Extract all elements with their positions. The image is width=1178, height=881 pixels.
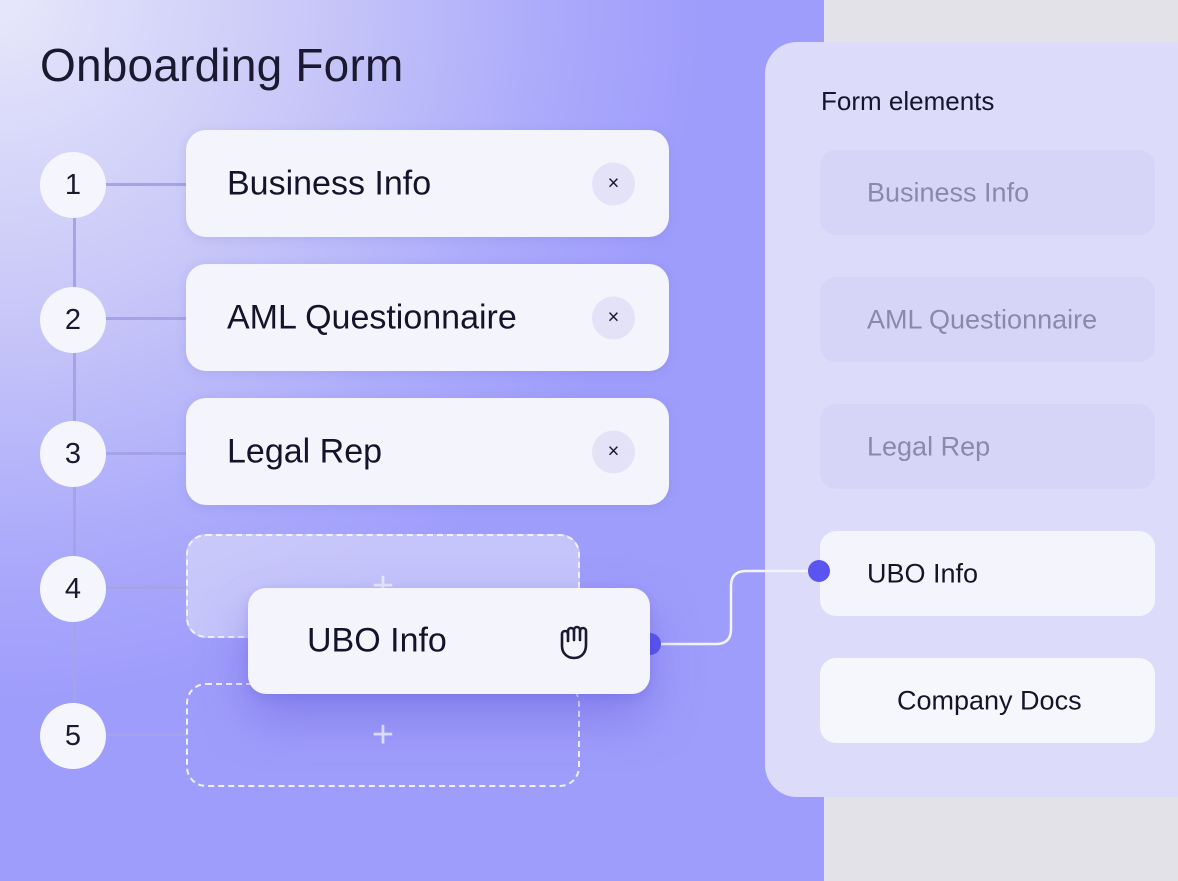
element-legal-rep[interactable]: Legal Rep [820,404,1155,489]
plus-icon: + [371,714,395,756]
element-label: Company Docs [897,685,1082,715]
step-card-legal-rep[interactable]: Legal Rep × [186,398,669,505]
element-aml-questionnaire[interactable]: AML Questionnaire [820,277,1155,362]
step-connector [104,183,187,186]
step-label: Legal Rep [227,432,383,470]
close-icon: × [607,306,620,328]
step-card-business-info[interactable]: Business Info × [186,130,669,237]
grab-hand-icon [560,625,588,660]
remove-step-button[interactable]: × [592,430,635,473]
step-number-3: 3 [40,421,106,487]
panel-title: Form elements [821,86,995,116]
page-title: Onboarding Form [40,39,404,91]
element-ubo-info[interactable]: UBO Info [820,531,1155,616]
step-connector [104,317,187,320]
remove-step-button[interactable]: × [592,296,635,339]
step-label: Business Info [227,164,432,202]
drop-zone-step-5[interactable]: + [186,683,580,787]
step-number-5: 5 [40,703,106,769]
step-connector [104,452,187,455]
element-business-info[interactable]: Business Info [820,150,1155,235]
element-label: AML Questionnaire [867,304,1098,334]
dragged-ubo-info-card[interactable]: UBO Info [248,588,650,694]
step-card-aml-questionnaire[interactable]: AML Questionnaire × [186,264,669,371]
step-label: AML Questionnaire [227,298,517,336]
step-number-1: 1 [40,152,106,218]
step-number-2: 2 [40,287,106,353]
element-label: Business Info [867,177,1030,207]
step-connector [104,733,187,736]
element-label: Legal Rep [867,431,991,461]
step-number-4: 4 [40,556,106,622]
element-label: UBO Info [867,558,979,588]
dragged-card-label: UBO Info [307,621,447,660]
form-elements-panel: Form elements Business Info AML Question… [765,42,1178,797]
form-canvas: Onboarding Form 1 2 3 4 5 Business Info … [0,0,824,881]
close-icon: × [607,440,620,462]
element-company-docs[interactable]: Company Docs [820,658,1155,743]
remove-step-button[interactable]: × [592,162,635,205]
close-icon: × [607,172,620,194]
step-connector [104,586,187,589]
